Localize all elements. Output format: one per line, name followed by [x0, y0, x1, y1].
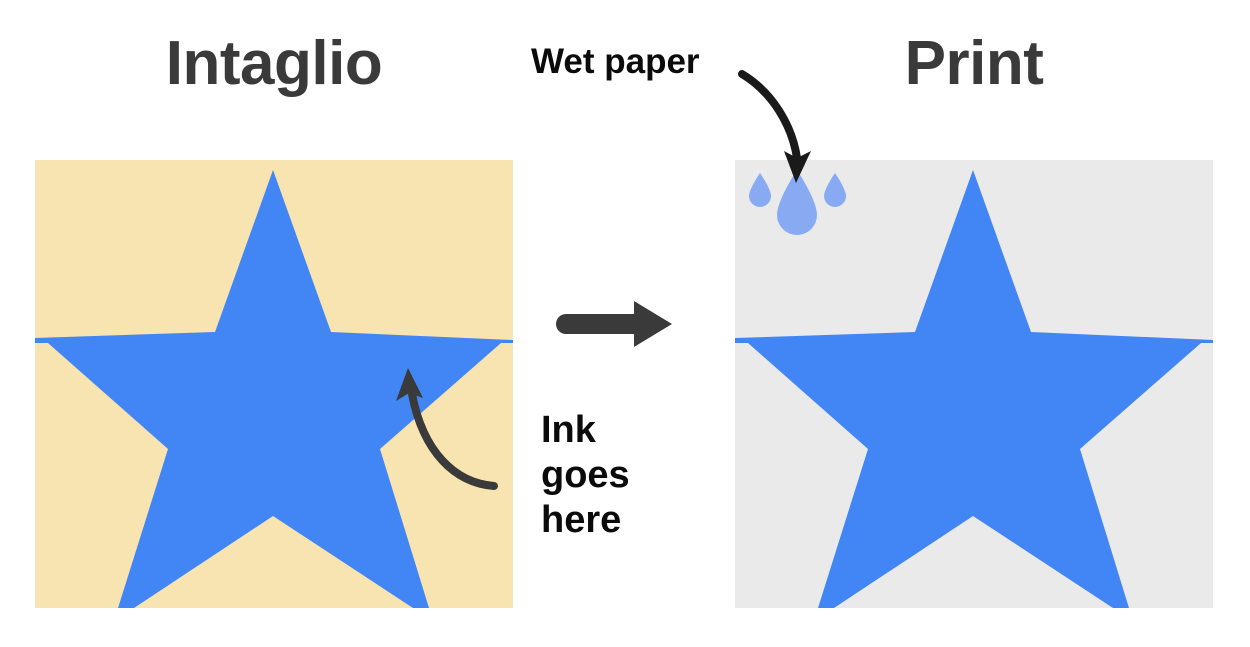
wet-paper-label: Wet paper — [531, 42, 700, 81]
droplet-small-right-icon — [824, 173, 846, 207]
panel-title-intaglio: Intaglio — [165, 29, 383, 98]
right-arrow-icon — [556, 301, 672, 347]
ink-goes-here-label: Ink goes here — [541, 408, 630, 542]
intaglio-plate-panel — [35, 160, 513, 608]
droplet-large-icon — [777, 170, 817, 235]
print-paper-panel — [735, 160, 1213, 608]
ink-label-line-3: here — [541, 498, 622, 541]
water-droplets-group — [749, 170, 846, 235]
star-shape-icon — [735, 170, 1213, 608]
ink-label-line-1: Ink — [541, 409, 596, 451]
panel-title-print: Print — [904, 29, 1044, 98]
droplet-small-left-icon — [749, 173, 771, 207]
ink-label-line-2: goes — [541, 453, 630, 496]
star-shape-icon — [35, 170, 513, 608]
